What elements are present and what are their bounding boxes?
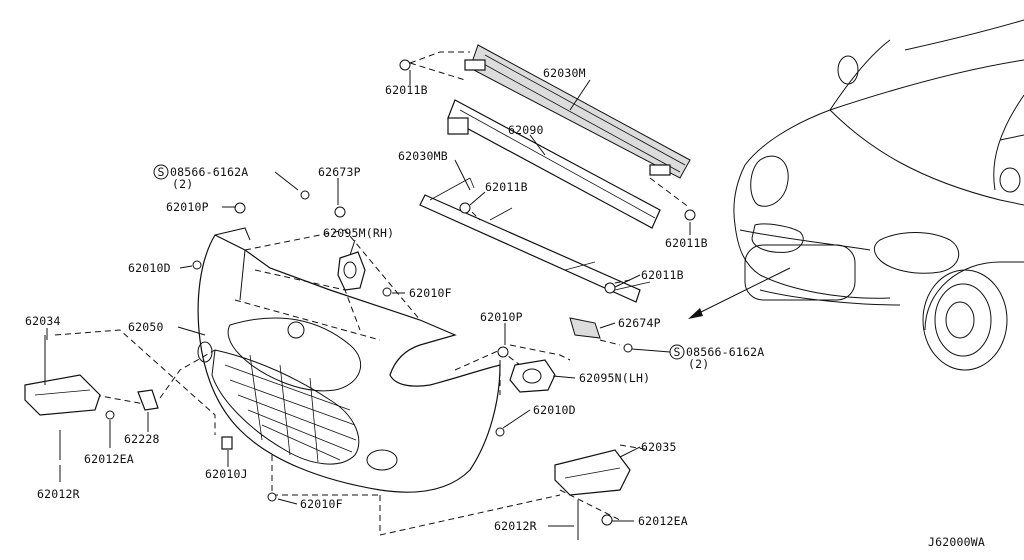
label-62030MB: 62030MB	[398, 149, 448, 163]
label-62050: 62050	[128, 320, 164, 334]
label-62010F: 62010F	[300, 497, 343, 511]
label-62011B: 62011B	[641, 268, 684, 282]
drawing-code: J62000WA	[928, 535, 985, 549]
label-62010D: 62010D	[533, 403, 576, 417]
undercover-62034	[24, 335, 101, 416]
label-screw-qty: (2)	[688, 357, 709, 371]
undercover-62035	[554, 449, 631, 496]
leader-lines	[46, 70, 691, 527]
label-62012EA: 62012EA	[638, 514, 688, 528]
screw-symbol-2: S	[669, 344, 685, 360]
label-62010P: 62010P	[166, 200, 209, 214]
garnish-62674P	[569, 317, 601, 339]
label-62095N: 62095N(LH)	[579, 371, 650, 385]
vehicle-outline	[733, 19, 1024, 371]
bumper-fascia	[197, 227, 501, 493]
part-labels: 62011B 62030M 62090 62030MB 62011B 62011…	[25, 66, 985, 549]
label-62012R: 62012R	[37, 487, 80, 501]
label-screw-08566: 08566-6162A	[686, 345, 764, 359]
label-62674P: 62674P	[618, 316, 661, 330]
lower-member	[419, 177, 651, 303]
screw-symbol-letter: S	[158, 165, 165, 179]
bumper-reinforcement	[464, 44, 691, 179]
label-62030M: 62030M	[543, 66, 586, 80]
label-62010P: 62010P	[480, 310, 523, 324]
label-62011B: 62011B	[385, 83, 428, 97]
energy-absorber	[447, 99, 661, 229]
label-62010D: 62010D	[128, 261, 171, 275]
label-62095M: 62095M(RH)	[323, 226, 394, 240]
label-62012R: 62012R	[494, 519, 537, 533]
label-62010J: 62010J	[205, 467, 248, 481]
label-62090: 62090	[508, 123, 544, 137]
label-62011B: 62011B	[665, 236, 708, 250]
label-62012EA: 62012EA	[84, 452, 134, 466]
location-arrow	[688, 267, 791, 319]
label-62228: 62228	[124, 432, 160, 446]
screw-symbol-letter: S	[674, 345, 681, 359]
clip-62010J	[221, 436, 233, 450]
clip-62228	[137, 389, 159, 411]
bracket-62095M	[337, 251, 366, 291]
label-screw-qty: (2)	[172, 177, 193, 191]
label-62010F: 62010F	[409, 286, 452, 300]
label-screw-08566: 08566-6162A	[170, 165, 248, 179]
label-62673P: 62673P	[318, 165, 361, 179]
fasteners	[59, 59, 696, 540]
bracket-62095N	[509, 359, 556, 393]
label-62034: 62034	[25, 314, 61, 328]
label-62011B: 62011B	[485, 180, 528, 194]
label-62035: 62035	[641, 440, 677, 454]
screw-symbol-1: S	[153, 164, 169, 180]
